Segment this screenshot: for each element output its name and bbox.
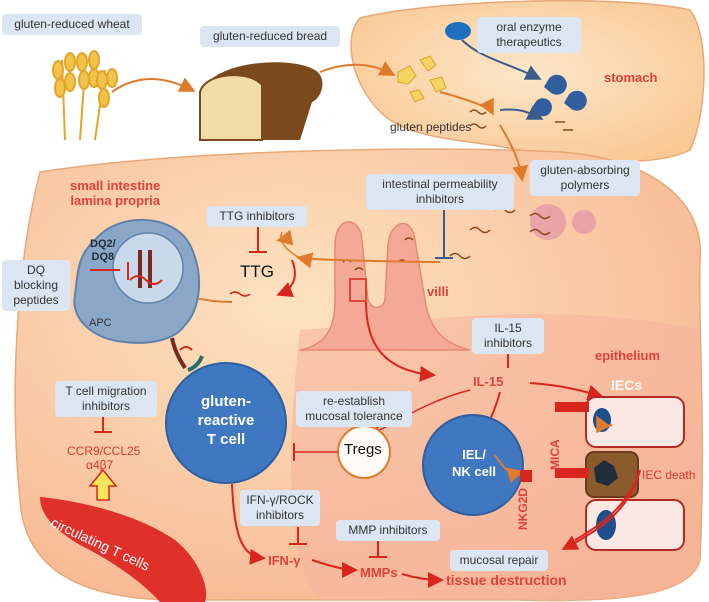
label-dq-line2: DQ8 (91, 251, 115, 263)
label-mucosal-repair: mucosal repair (450, 550, 548, 571)
enzyme-icon (445, 22, 471, 40)
label-mica: MICA (548, 439, 562, 470)
label-epithelium: epithelium (595, 348, 661, 363)
label-gluten-tcell: gluten- reactive T cell (186, 392, 266, 449)
wheat-icon (52, 50, 118, 141)
label-gluten-tcell-line2: reactive (197, 412, 255, 429)
label-oral-enzyme-line2: therapeutics (496, 35, 562, 49)
stomach-region (350, 0, 705, 163)
label-ttg: TTG (240, 262, 274, 281)
label-il15-inhibitors-line2: inhibitors (483, 336, 533, 350)
label-iel-nk: IEL/ NK cell (438, 446, 510, 480)
label-dq-blocking-line1: DQ (27, 263, 45, 277)
label-iec-death: IEC death (642, 468, 696, 482)
label-permeability-line2: inhibitors (415, 192, 465, 206)
label-gluten-absorbing-line1: gluten-absorbing (540, 163, 630, 177)
label-a4b7: α4β7 (86, 458, 114, 472)
label-ifn-rock-line1: IFN-γ/ROCK (246, 493, 314, 507)
label-tcell-migration: T cell migration inhibitors (55, 381, 157, 417)
iel-nk-shape (422, 414, 524, 516)
label-ttg-inhibitors: TTG inhibitors (207, 206, 307, 227)
bread-icon (199, 62, 323, 141)
label-tregs: Tregs (344, 441, 382, 458)
label-ccr9: CCR9/CCL25 (67, 444, 141, 458)
label-iecs: IECs (611, 377, 643, 393)
label-apc: APC (89, 317, 112, 329)
label-il15-inhibitors-line1: IL-15 (494, 321, 522, 335)
label-nkg2d: NKG2D (516, 487, 530, 530)
label-permeability-line1: intestinal permeability (382, 177, 498, 191)
label-gluten-peptides: gluten peptides (390, 120, 472, 134)
label-ifn: IFN-γ (268, 553, 301, 568)
label-gluten-absorbing-line2: polymers (560, 178, 610, 192)
label-tcell-migration-line2: inhibitors (81, 399, 131, 413)
label-ifn-rock: IFN-γ/ROCK inhibitors (240, 490, 320, 526)
label-reestablish-line1: re-establish (322, 394, 386, 408)
label-dq-blocking-line2: blocking (13, 278, 59, 292)
label-oral-enzyme: oral enzyme therapeutics (477, 17, 581, 53)
label-tissue-destruction: tissue destruction (446, 572, 567, 588)
label-dq-blocking-line3: peptides (13, 293, 59, 307)
label-oral-enzyme-line1: oral enzyme (496, 20, 562, 34)
label-small-intestine-line1: small intestine (70, 178, 161, 193)
label-small-intestine-line2: lamina propria (70, 193, 160, 208)
label-stomach: stomach (604, 70, 658, 85)
iec-cell-1 (585, 396, 685, 448)
label-gluten-absorbing: gluten-absorbing polymers (530, 160, 640, 196)
label-iel-line1: IEL/ (462, 447, 486, 462)
label-dq-line1: DQ2/ (90, 238, 116, 250)
label-villi: villi (427, 284, 449, 299)
label-dq: DQ2/ DQ8 (90, 238, 116, 264)
label-mmp-inhibitors: MMP inhibitors (336, 520, 440, 541)
label-small-intestine: small intestine lamina propria (70, 178, 160, 208)
label-gluten-tcell-line3: T cell (206, 431, 246, 448)
label-mmps: MMPs (360, 565, 398, 580)
label-iel-line2: NK cell (451, 464, 497, 479)
label-reestablish-line2: mucosal tolerance (305, 409, 403, 423)
label-permeability-inhibitors: intestinal permeability inhibitors (366, 174, 514, 210)
gluten-peptide-icon (397, 55, 447, 103)
tcell-shape (165, 362, 287, 484)
circulating-tcell-shape (40, 497, 207, 602)
label-gluten-tcell-line1: gluten- (201, 393, 251, 410)
label-il15: IL-15 (473, 374, 504, 389)
label-il15-inhibitors: IL-15 inhibitors (472, 318, 544, 354)
label-tcell-migration-line1: T cell migration (65, 384, 147, 398)
label-gluten-reduced-bread: gluten-reduced bread (200, 26, 340, 47)
villi-shape (299, 221, 471, 351)
label-ifn-rock-line2: inhibitors (255, 508, 305, 522)
label-reestablish: re-establish mucosal tolerance (296, 391, 412, 427)
yellow-arrow-icon (88, 468, 118, 501)
label-dq-blocking: DQ blocking peptides (2, 260, 70, 311)
label-gluten-reduced-wheat: gluten-reduced wheat (2, 14, 142, 35)
